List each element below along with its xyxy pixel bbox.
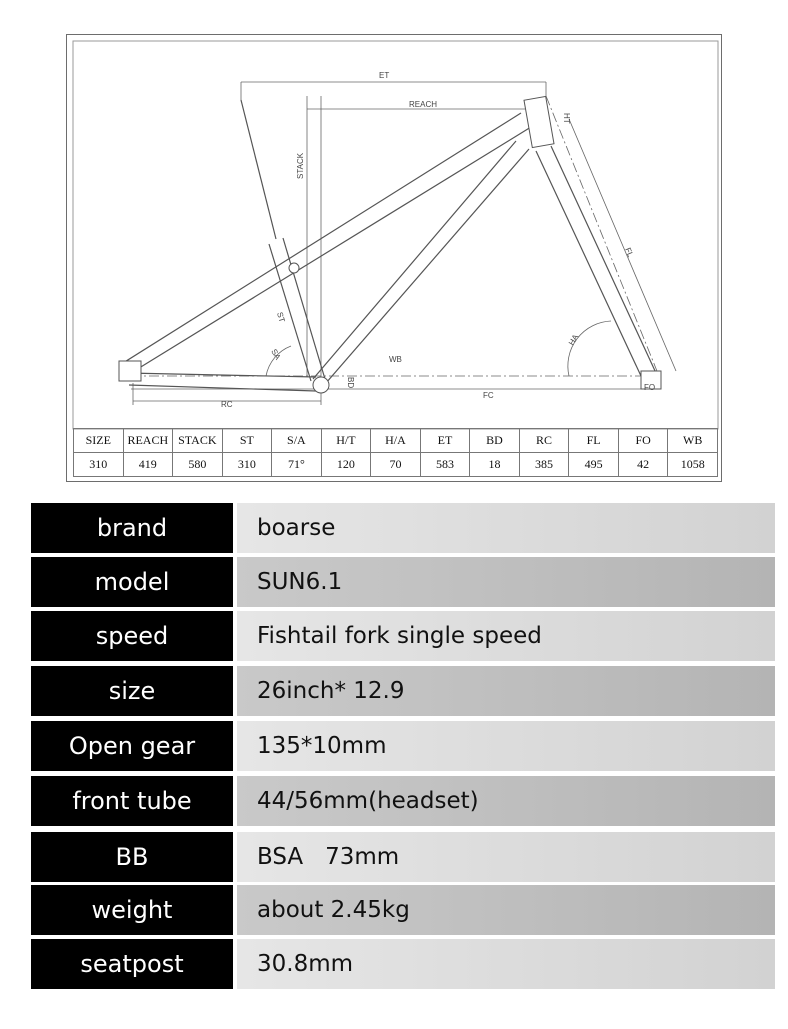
spec-value-brand: boarse	[237, 503, 775, 553]
value-fl: 495	[568, 452, 619, 477]
header-bd: BD	[469, 428, 520, 453]
geometry-table: SIZE REACH STACK ST S/A H/T H/A ET BD RC…	[73, 428, 718, 477]
value-ht: 120	[320, 452, 372, 477]
frame-drawing: ET REACH HT STACK FL ST SA HA WB BD FC R…	[72, 40, 719, 430]
header-ht: H/T	[320, 428, 372, 453]
value-st: 310	[221, 452, 273, 477]
spec-row-seatpost: seatpost 30.8mm	[31, 939, 775, 989]
label-fl: FL	[623, 246, 635, 259]
spec-row-front-tube: front tube 44/56mm(headset)	[31, 776, 775, 826]
label-ht: HT	[562, 113, 571, 124]
frame-joints	[118, 95, 662, 394]
spec-row-size: size 26inch* 12.9	[31, 666, 775, 716]
spec-key-model: model	[31, 557, 233, 607]
spec-row-model: model SUN6.1	[31, 557, 775, 607]
geometry-header-row: SIZE REACH STACK ST S/A H/T H/A ET BD RC…	[73, 428, 718, 453]
frame-geometry-diagram: ET REACH HT STACK FL ST SA HA WB BD FC R…	[66, 34, 722, 482]
header-stack: STACK	[172, 428, 223, 453]
label-ha: HA	[567, 332, 581, 347]
label-st: ST	[275, 311, 287, 323]
spec-row-speed: speed Fishtail fork single speed	[31, 611, 775, 661]
label-reach: REACH	[409, 100, 437, 109]
label-bd: BD	[346, 377, 355, 388]
spec-key-seatpost: seatpost	[31, 939, 233, 989]
header-et: ET	[419, 428, 471, 453]
frame-tubes	[122, 99, 657, 392]
spec-key-open-gear: Open gear	[31, 721, 233, 771]
header-sa: S/A	[271, 428, 322, 453]
spec-key-bb: BB	[31, 832, 233, 882]
spec-key-weight: weight	[31, 885, 233, 935]
label-fc: FC	[483, 391, 494, 400]
value-wb: 1058	[667, 452, 718, 477]
value-stack: 580	[172, 452, 223, 477]
spec-row-open-gear: Open gear 135*10mm	[31, 721, 775, 771]
header-wb: WB	[667, 428, 718, 453]
label-fo: FO	[644, 383, 655, 392]
dimension-lines	[131, 81, 677, 405]
value-et: 583	[419, 452, 471, 477]
spec-value-speed: Fishtail fork single speed	[237, 611, 775, 661]
geometry-value-row: 310 419 580 310 71° 120 70 583 18 385 49…	[73, 452, 718, 477]
header-fo: FO	[617, 428, 669, 453]
label-et: ET	[379, 71, 389, 80]
label-sa: SA	[269, 348, 282, 362]
label-stack: STACK	[296, 152, 305, 179]
value-fo: 42	[617, 452, 669, 477]
value-bd: 18	[469, 452, 520, 477]
spec-key-brand: brand	[31, 503, 233, 553]
spec-value-front-tube: 44/56mm(headset)	[237, 776, 775, 826]
header-size: SIZE	[73, 428, 124, 453]
label-rc: RC	[221, 400, 233, 409]
header-rc: RC	[518, 428, 570, 453]
spec-key-speed: speed	[31, 611, 233, 661]
value-reach: 419	[122, 452, 174, 477]
spec-row-weight: weight about 2.45kg	[31, 885, 775, 935]
spec-key-size: size	[31, 666, 233, 716]
header-fl: FL	[568, 428, 619, 453]
header-reach: REACH	[122, 428, 174, 453]
header-st: ST	[221, 428, 273, 453]
value-size: 310	[73, 452, 124, 477]
value-rc: 385	[518, 452, 570, 477]
header-ha: H/A	[370, 428, 421, 453]
value-sa: 71°	[271, 452, 322, 477]
spec-value-weight: about 2.45kg	[237, 885, 775, 935]
spec-value-seatpost: 30.8mm	[237, 939, 775, 989]
spec-value-model: SUN6.1	[237, 557, 775, 607]
inner-border	[72, 40, 719, 430]
spec-row-brand: brand boarse	[31, 503, 775, 553]
label-wb: WB	[389, 355, 402, 364]
spec-value-open-gear: 135*10mm	[237, 721, 775, 771]
value-ha: 70	[370, 452, 421, 477]
spec-key-front-tube: front tube	[31, 776, 233, 826]
spec-row-bb: BB BSA 73mm	[31, 832, 775, 882]
spec-value-bb: BSA 73mm	[237, 832, 775, 882]
spec-value-size: 26inch* 12.9	[237, 666, 775, 716]
